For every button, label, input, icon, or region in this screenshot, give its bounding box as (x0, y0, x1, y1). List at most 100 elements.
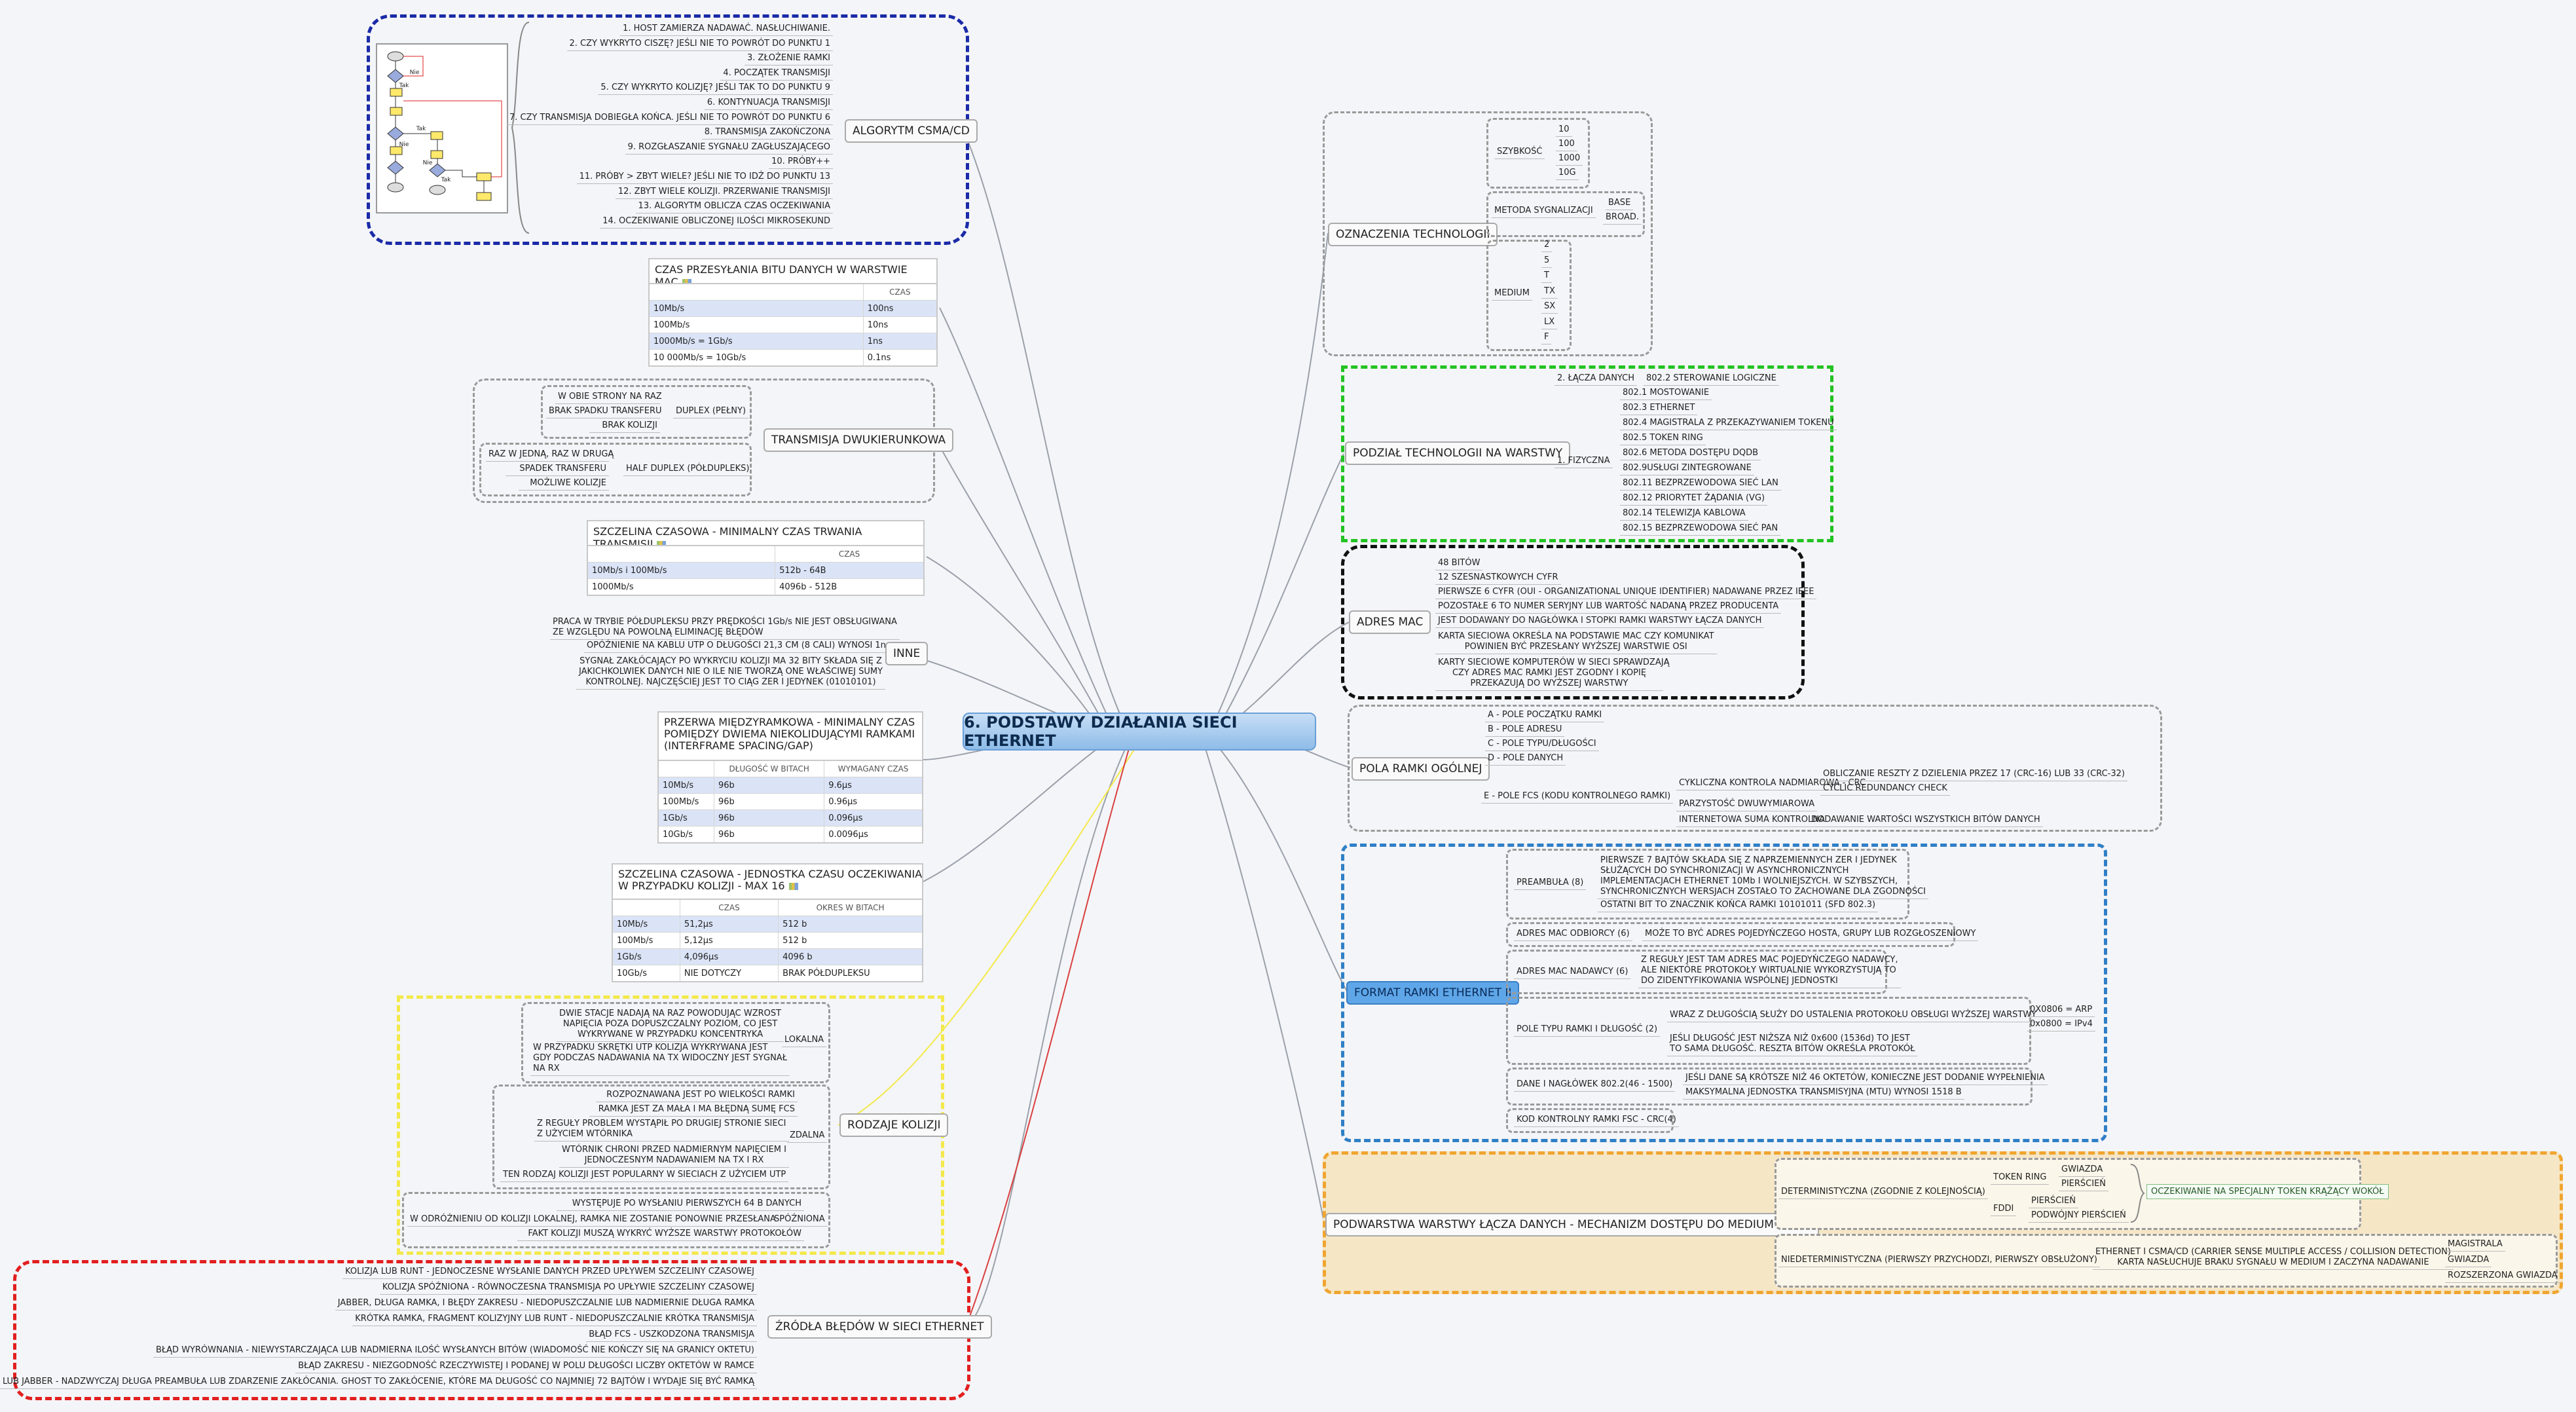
central-topic[interactable]: 6. PODSTAWY DZIAŁANIA SIECI ETHERNET (963, 713, 1316, 751)
data-item: JEŚLI DANE SĄ KRÓTSZE NIŻ 46 OKTETÓW, KO… (1683, 1073, 2048, 1085)
layer-1-item: 802.1 MOSTOWANIE (1620, 388, 1712, 400)
fddi-item: PODWÓJNY PIERŚCIEŃ (2029, 1210, 2129, 1223)
table-cell: 512 b (778, 932, 923, 949)
inet-checksum-label[interactable]: INTERNETOWA SUMA KONTROLNA (1676, 815, 1828, 827)
half-duplex-label[interactable]: HALF DUPLEX (PÓŁDUPLEKS) (623, 464, 752, 476)
crc-label[interactable]: CYKLICZNA KONTROLA NADMIAROWA - CRC (1676, 778, 1869, 790)
mac-item: 12 SZESNASTKOWYCH CYFR (1435, 572, 1561, 585)
medium-item: T (1541, 270, 1552, 283)
token-ring-item: PIERŚCIEŃ (2059, 1179, 2109, 1191)
mac-item: PIERWSZE 6 CYFR (OUI - ORGANIZATIONAL UN… (1435, 587, 1817, 599)
table-cell: 4096b - 512B (775, 578, 925, 596)
nondet-item: ETHERNET I CSMA/CD (CARRIER SENSE MULTIP… (2093, 1247, 2454, 1270)
table-cell: 10Mb/s (657, 777, 715, 794)
crc-item: CYCLIC REDUNDANCY CHECK (1820, 783, 1950, 796)
layers-topic[interactable]: PODZIAŁ TECHNOLOGII NA WARSTWY (1345, 441, 1571, 465)
slot-min-title[interactable]: SZCZELINA CZASOWA - MINIMALNY CZAS TRWAN… (587, 520, 925, 550)
table-header-cell (657, 760, 715, 777)
local-collision-label[interactable]: LOKALNA (782, 1035, 827, 1047)
table-cell: 4,096µs (679, 948, 779, 965)
csma-step: 13. ALGORYTM OBLICZA CZAS OCZEKIWANIA (635, 201, 833, 214)
late-collision-label[interactable]: SPÓŹNIONA (771, 1214, 828, 1227)
csma-step: 3. ZŁOŻENIE RAMKI (745, 53, 833, 66)
chart-icon (657, 541, 667, 548)
signal-label[interactable]: METODA SYGNALIZACJI (1492, 206, 1596, 218)
bit-time-title[interactable]: CZAS PRZESYŁANIA BITU DANYCH W WARSTWIE … (648, 258, 938, 288)
layer-2-item: 802.2 STEROWANIE LOGICZNE (1644, 373, 1779, 386)
nondet-label[interactable]: NIEDETERMINISTYCZNA (PIERWSZY PRZYCHODZI… (1778, 1255, 2100, 1267)
full-duplex-label[interactable]: DUPLEX (PEŁNY) (673, 406, 749, 418)
data-label[interactable]: DANE I NAGŁÓWEK 802.2(46 - 1500) (1514, 1079, 1676, 1092)
topology-item: ROZSZERZONA GWIAZDA (2445, 1271, 2560, 1283)
table-header-cell: OKRES W BITACH (778, 899, 923, 916)
table-cell: 10Gb/s (612, 965, 680, 982)
fddi-label[interactable]: FDDI (1991, 1204, 2017, 1216)
nondet-group (1775, 1234, 2558, 1288)
token-ring-label[interactable]: TOKEN RING (1991, 1172, 2050, 1185)
data-item: MAKSYMALNA JEDNOSTKA TRANSMISYJNA (MTU) … (1683, 1087, 1964, 1100)
type-label[interactable]: POLE TYPU RAMKI I DŁUGOŚĆ (2) (1514, 1024, 1661, 1037)
table-cell: 512 b (778, 916, 923, 933)
csma-topic[interactable]: ALGORYTM CSMA/CD (845, 119, 978, 143)
table-cell: 1000Mb/s = 1Gb/s (648, 333, 864, 350)
parity-item: PARZYSTOŚĆ DWUWYMIAROWA (1676, 799, 1818, 811)
medium-item: TX (1541, 286, 1558, 299)
flow-no-label: Nie (422, 160, 433, 166)
speed-item: 1000 (1556, 153, 1583, 166)
frame-fields-topic[interactable]: POLA RAMKI OGÓLNEJ (1352, 757, 1490, 781)
csma-step: 7. CZY TRANSMISJA DOBIEGŁA KOŃCA. JEŚLI … (506, 113, 833, 125)
layer-1-label[interactable]: 1. FIZYCZNA (1555, 456, 1613, 468)
frame-field-item: B - POLE ADRESU (1485, 724, 1565, 737)
medium-label[interactable]: MEDIUM (1492, 288, 1533, 301)
flow-yes-label: Tak (399, 83, 409, 89)
layer-1-item: 802.5 TOKEN RING (1620, 433, 1706, 445)
duplex-topic[interactable]: TRANSMISJA DWUKIERUNKOWA (764, 428, 954, 452)
flow-no-label: Nie (409, 69, 420, 76)
full-duplex-item: W OBIE STRONY NA RAZ (555, 392, 662, 404)
remote-collision-label[interactable]: ZDALNA (787, 1130, 828, 1143)
table-cell: 4096 b (778, 948, 923, 965)
det-label[interactable]: DETERMINISTYCZNA (ZGODNIE Z KOLEJNOŚCIĄ) (1778, 1187, 1988, 1199)
speed-label[interactable]: SZYBKOŚĆ (1494, 147, 1545, 159)
mac-topic[interactable]: ADRES MAC (1349, 610, 1431, 634)
inne-item: SYGNAŁ ZAKŁÓCAJĄCY PO WYKRYCIU KOLIZJI M… (576, 656, 886, 690)
table-cell: NIE DOTYCZY (679, 965, 779, 982)
eth2-frame (1341, 844, 2107, 1142)
csma-step: 6. KONTYNUACJA TRANSMISJI (704, 98, 833, 110)
table-cell: 10Mb/s i 100Mb/s (587, 562, 776, 579)
layer-2-label[interactable]: 2. ŁĄCZA DANYCH (1555, 373, 1637, 386)
tech-topic[interactable]: OZNACZENIA TECHNOLOGII (1328, 223, 1498, 246)
csma-step: 10. PRÓBY++ (769, 157, 833, 170)
tech-frame (1323, 111, 1653, 356)
table-header-cell: CZAS (679, 899, 779, 916)
table-cell: 5,12µs (679, 932, 779, 949)
inne-topic[interactable]: INNE (885, 642, 929, 665)
fcs-field-label[interactable]: E - POLE FCS (KODU KONTROLNEGO RAMKI) (1481, 791, 1674, 804)
errors-topic[interactable]: ŹRÓDŁA BŁĘDÓW W SIECI ETHERNET (767, 1315, 992, 1339)
ifg-title[interactable]: PRZERWA MIĘDZYRAMKOWA - MINIMALNY CZAS P… (657, 711, 923, 760)
src-mac-label[interactable]: ADRES MAC NADAWCY (6) (1514, 967, 1631, 979)
sublayer-topic[interactable]: PODWARSTWA WARSTWY ŁĄCZA DANYCH - MECHAN… (1325, 1213, 1819, 1236)
data-group (1506, 1068, 2033, 1105)
collisions-topic[interactable]: RODZAJE KOLIZJI (839, 1113, 949, 1137)
slot-unit-title[interactable]: SZCZELINA CZASOWA - JEDNOSTKA CZASU OCZE… (612, 863, 923, 899)
dst-mac-label[interactable]: ADRES MAC ODBIORCY (6) (1514, 929, 1632, 941)
table-cell: 0.0096µs (824, 826, 923, 844)
eth2-topic[interactable]: FORMAT RAMKI ETHERNET II (1346, 981, 1520, 1005)
remote-collision-item: WTÓRNIK CHRONI PRZED NADMIERNYM NAPIĘCIE… (559, 1145, 789, 1168)
late-collision-item: W ODRÓŻNIENIU OD KOLIZJI LOKALNEJ, RAMKA… (407, 1214, 779, 1227)
csma-brace (511, 22, 530, 234)
signal-item: BROAD. (1603, 212, 1642, 225)
fddi-item: PIERŚCIEŃ (2029, 1196, 2079, 1208)
full-duplex-group (541, 385, 752, 439)
fcs-label[interactable]: KOD KONTROLNY RAMKI FSC - CRC(4) (1514, 1115, 1679, 1127)
preamble-label[interactable]: PREAMBUŁA (8) (1514, 878, 1587, 890)
mac-item: KARTY SIECIOWE KOMPUTERÓW W SIECI SPRAWD… (1435, 658, 1669, 691)
